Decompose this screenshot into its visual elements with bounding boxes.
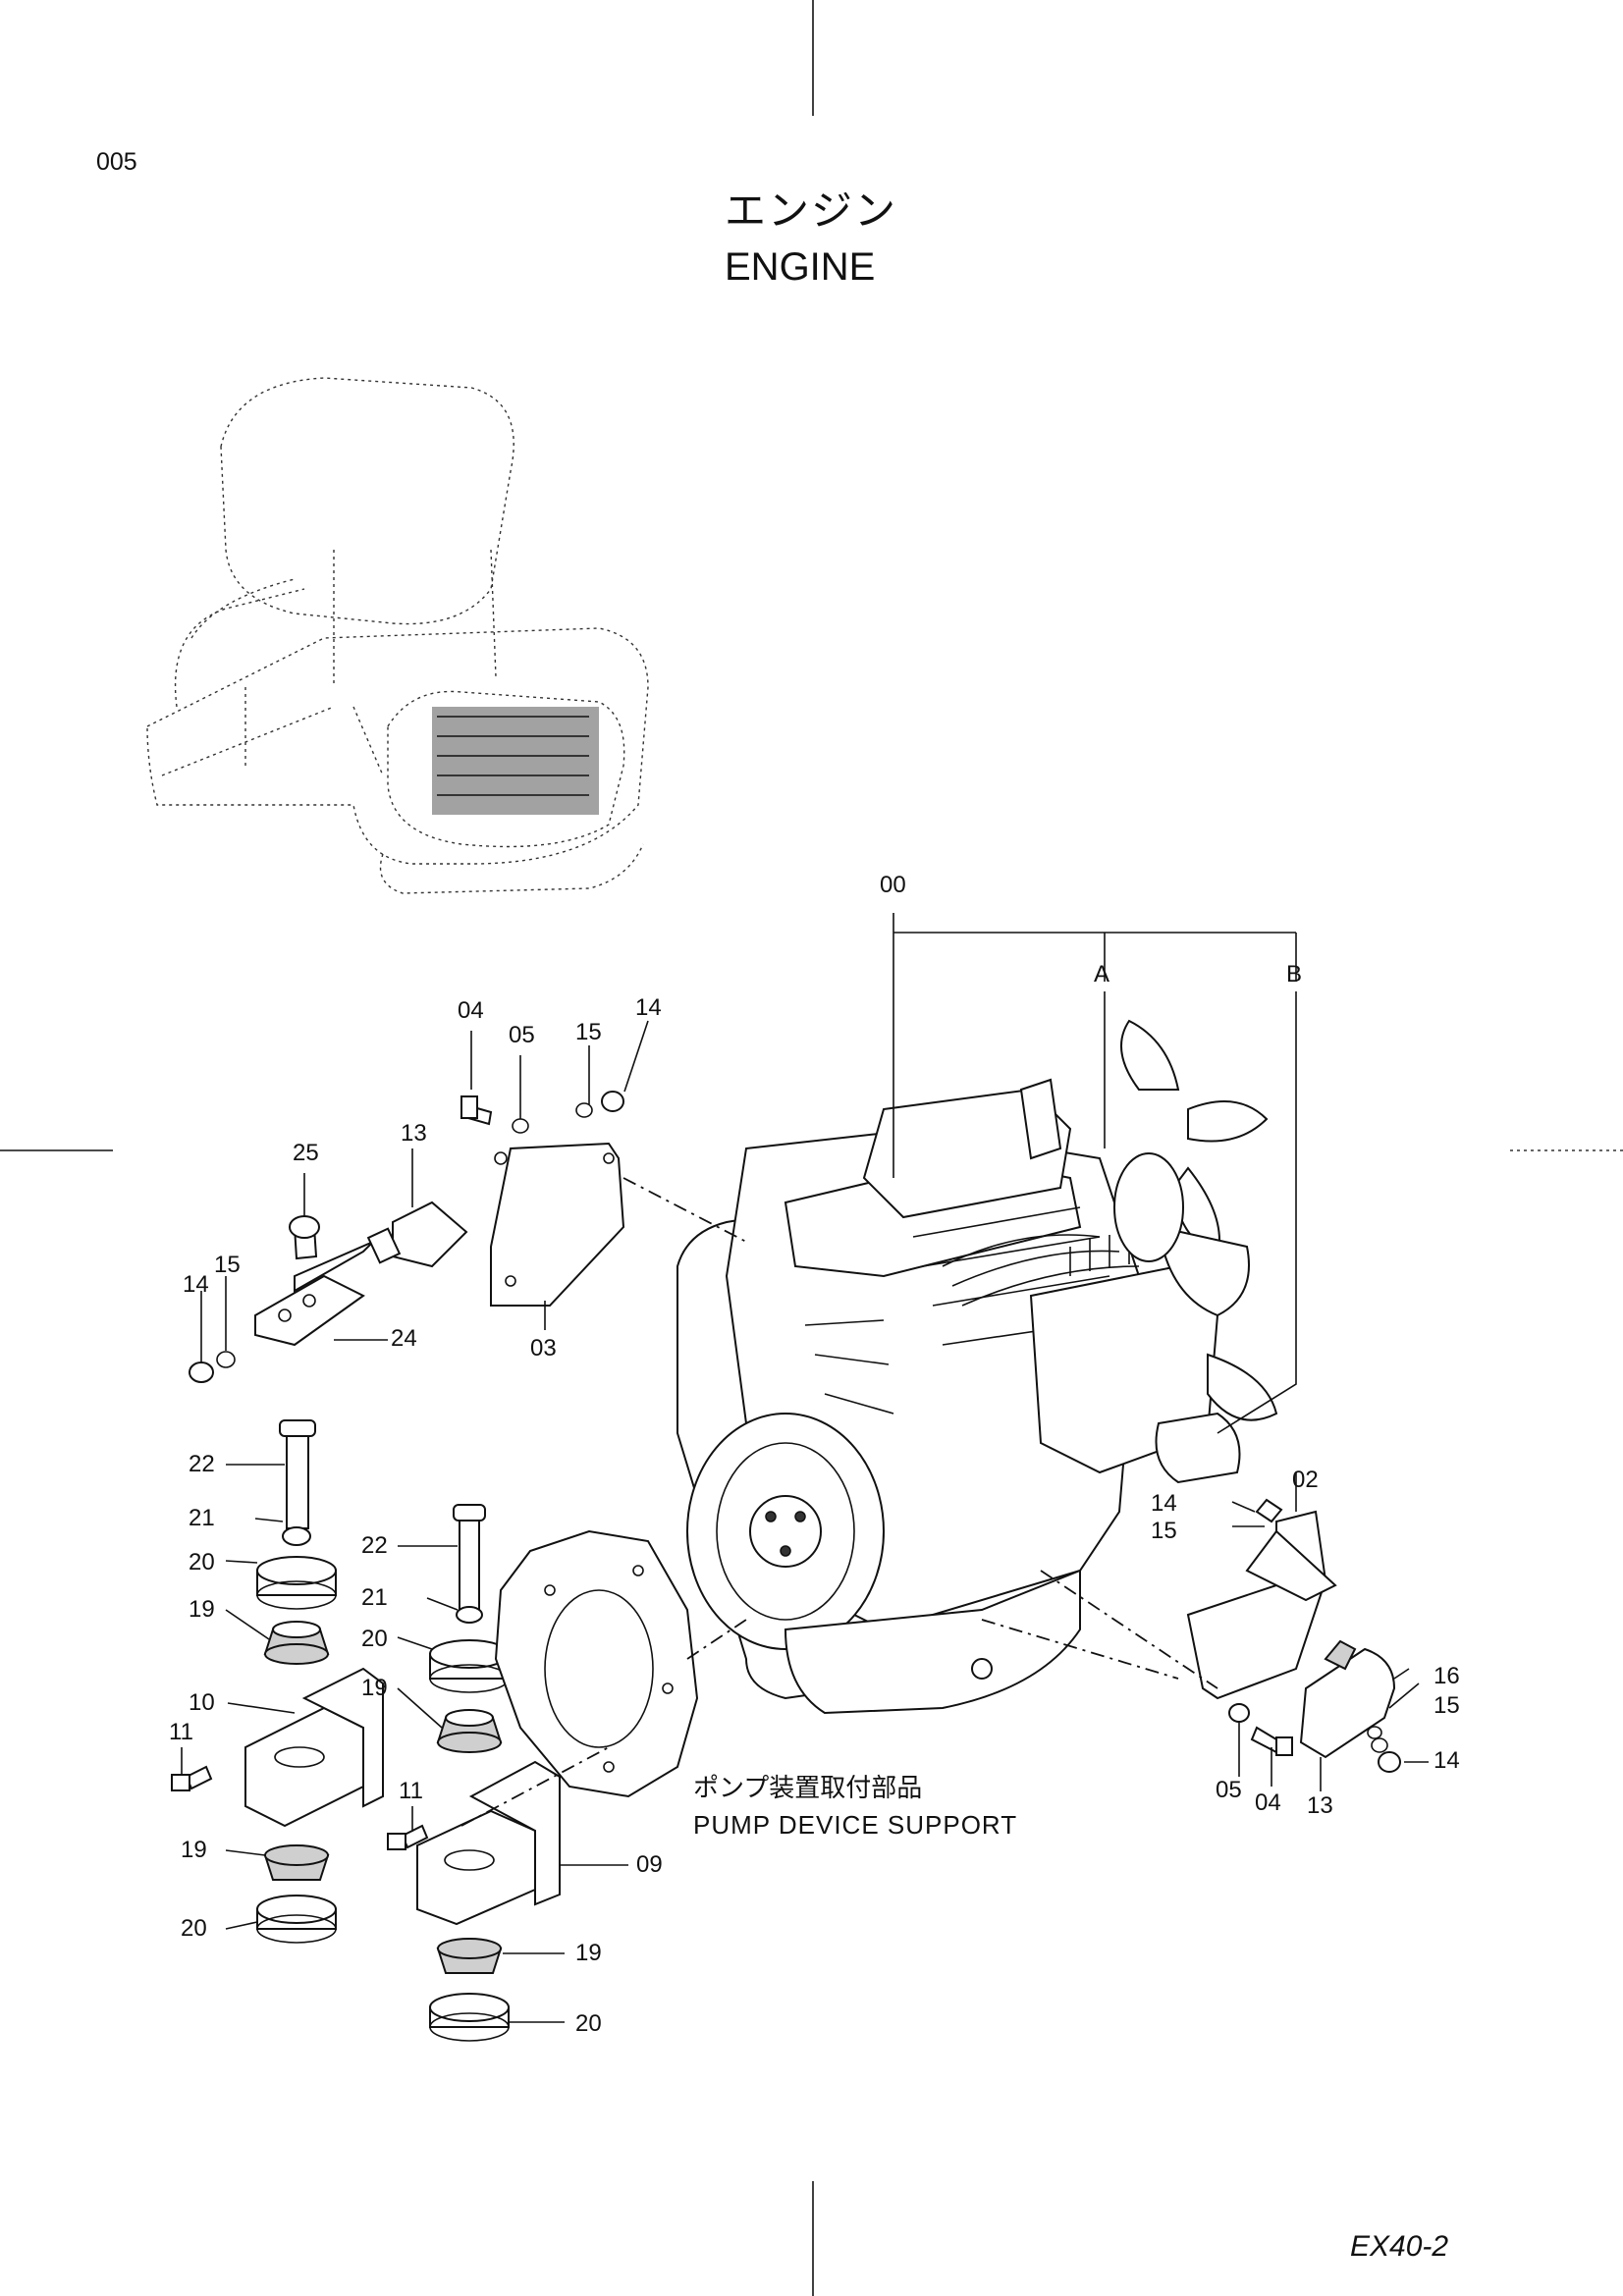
callout-21: 21 <box>189 1505 215 1531</box>
engine-location-mark <box>432 707 599 815</box>
callout-15: 15 <box>1434 1692 1460 1719</box>
pump-device-support-label: PUMP DEVICE SUPPORT <box>693 1810 1018 1840</box>
callout-00: 00 <box>880 872 906 898</box>
callout-B: B <box>1286 961 1303 988</box>
callout-19: 19 <box>575 1940 602 1966</box>
callout-20: 20 <box>181 1915 207 1942</box>
callout-09: 09 <box>636 1851 663 1878</box>
callout-13: 13 <box>1307 1792 1333 1819</box>
assembly-bracket-00 <box>893 913 1297 1434</box>
callout-24: 24 <box>391 1325 417 1352</box>
callout-25: 25 <box>293 1140 319 1166</box>
pump-device-support-label-japanese: ポンプ装置取付部品 <box>693 1773 923 1802</box>
flywheel-adapter-plate <box>460 1529 747 1827</box>
page-title-japanese: エンジン <box>725 187 898 234</box>
callout-05: 05 <box>509 1022 535 1048</box>
callout-11: 11 <box>399 1778 423 1804</box>
callout-22: 22 <box>361 1532 388 1559</box>
callout-10: 10 <box>189 1689 215 1716</box>
callout-14: 14 <box>1434 1747 1460 1774</box>
callout-22: 22 <box>189 1451 215 1477</box>
callout-20: 20 <box>189 1549 215 1575</box>
right-damper-mount <box>981 1472 1429 1791</box>
callout-14: 14 <box>1151 1490 1177 1517</box>
cooling-fan <box>1113 1019 1278 1421</box>
callout-15: 15 <box>1151 1518 1177 1544</box>
machine-overview-illustration <box>146 377 649 894</box>
callout-19: 19 <box>181 1837 207 1863</box>
model-code: EX40-2 <box>1350 2230 1449 2263</box>
callout-14: 14 <box>635 994 662 1021</box>
front-engine-bracket <box>460 1020 747 1330</box>
callout-A: A <box>1094 961 1110 988</box>
page-number: 005 <box>96 148 137 176</box>
callout-20: 20 <box>361 1626 388 1652</box>
callout-11: 11 <box>169 1719 193 1745</box>
callout-05: 05 <box>1216 1777 1242 1803</box>
callout-02: 02 <box>1292 1467 1319 1493</box>
callout-15: 15 <box>214 1252 241 1278</box>
callout-04: 04 <box>458 997 484 1024</box>
callout-03: 03 <box>530 1335 557 1362</box>
left-mount-stack <box>171 1419 384 1944</box>
callout-19: 19 <box>189 1596 215 1623</box>
callout-19: 19 <box>361 1675 388 1701</box>
engine-assembly <box>676 1019 1278 1715</box>
page-title: ENGINE <box>725 245 876 289</box>
callout-16: 16 <box>1434 1663 1460 1689</box>
callout-20: 20 <box>575 2010 602 2037</box>
callout-04: 04 <box>1255 1789 1281 1816</box>
callout-15: 15 <box>575 1019 602 1045</box>
callout-21: 21 <box>361 1584 388 1611</box>
left-damper-mount <box>189 1148 468 1383</box>
callout-13: 13 <box>401 1120 427 1147</box>
center-mount-stack <box>387 1504 628 2042</box>
callout-14: 14 <box>183 1271 209 1298</box>
